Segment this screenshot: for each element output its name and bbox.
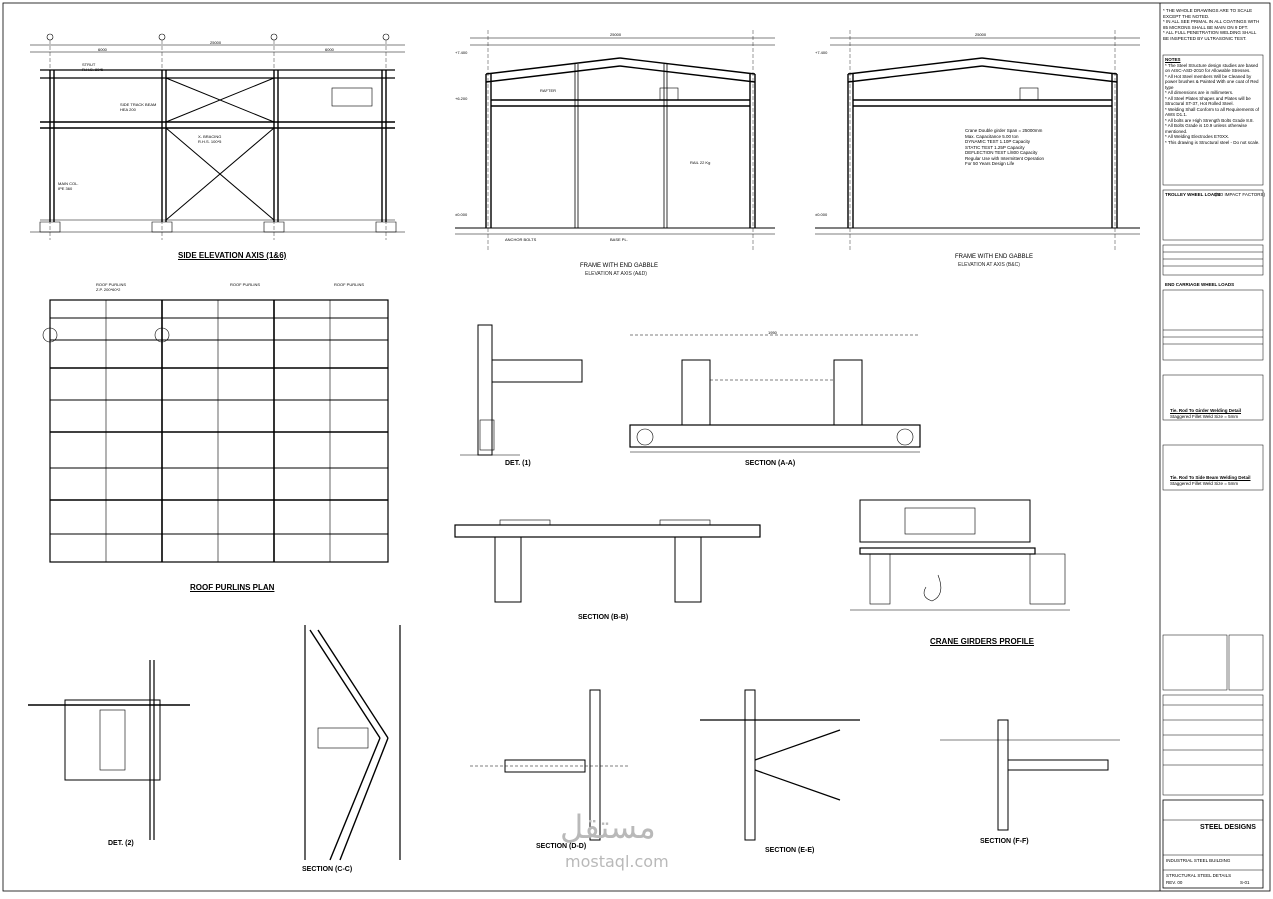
callout-base-pl: BASE PL. [610, 237, 628, 242]
note-10: * All Welding Electrodes E70XX. [1165, 134, 1230, 139]
side-elevation-title: SIDE ELEVATION AXIS (1&6) [178, 251, 287, 260]
note-8: * All bolts are High Strength Bolts Grad… [1165, 117, 1254, 123]
notes-box: NOTES * The Steel Structure design studi… [1165, 57, 1261, 183]
note-6: * All Steel Plates Shapes and Plates wil… [1165, 95, 1251, 107]
trolley-table-sub: (NO IMPACT FACTORS) [1215, 192, 1266, 197]
dim-frame2-span: 25000 [975, 32, 987, 37]
section-e-e [700, 689, 860, 841]
side-elevation [30, 33, 405, 240]
dim-frame1-span: 25000 [610, 32, 622, 37]
dim-span: 25000 [210, 40, 222, 45]
section-bb-title: SECTION (B-B) [578, 614, 629, 621]
weld-detail-1-sub: Staggered Fillet Weld Size = 5mm [1170, 414, 1239, 419]
section-dd-title: SECTION (D-D) [536, 843, 587, 850]
note-0: * THE WHOLE DRAWINGS ARE TO SCALE EXCEPT… [1163, 8, 1253, 19]
crane-note-0: Crane Double girder Span = 25000mm [965, 128, 1043, 133]
crane-girders-profile [850, 499, 1070, 611]
frame2-title: FRAME WITH END GABBLE [955, 254, 1034, 260]
general-notes: * THE WHOLE DRAWINGS ARE TO SCALE EXCEPT… [1163, 8, 1263, 41]
callout-side-track-spec: HEA 200 [120, 107, 136, 112]
frame-elevation-1 [455, 30, 775, 250]
callout-side-track: SIDE TRACK BEAM [120, 102, 157, 107]
note-11: * This drawing is Structural steel - Do … [1165, 139, 1260, 145]
callout-rail: RAIL 22 Kg [690, 160, 711, 165]
crane-note-3: STATIC TEST 1.25P Capacity [965, 144, 1025, 150]
crane-notes: Crane Double girder Span = 25000mm Max. … [965, 128, 1060, 167]
callout-strut: STRUT [82, 62, 96, 67]
company-name: STEEL DESIGNS [1200, 824, 1256, 831]
callout-roof-purlins: ROOF PURLINS [96, 282, 127, 287]
det1-title: DET. (1) [505, 460, 531, 467]
weld-detail-2: Tie. Rod To Side Beam Welding Detail [1170, 475, 1251, 480]
revision: REV. 00 [1166, 880, 1183, 885]
section-ee-title: SECTION (E-E) [765, 847, 815, 854]
lvl-ffl-1: ±0.000 [455, 212, 468, 217]
project-name: INDUSTRIAL STEEL BUILDING [1166, 858, 1231, 863]
callout-rafter: RAFTER [540, 88, 556, 93]
note-7: * Welding Shall Conform to all Requireme… [1165, 106, 1259, 118]
note-9: * All Bolts Grade is 10.9 unless otherwi… [1165, 123, 1248, 134]
note-5: * All dimensions are in millimeters. [1165, 90, 1234, 95]
trolley-table-title: TROLLEY WHEEL LOADS [1165, 192, 1221, 197]
roof-purlins-plan [42, 299, 389, 563]
dim-bay-1: 6000 [98, 47, 107, 52]
section-d-d [470, 689, 630, 841]
crane-girders-title: CRANE GIRDERS PROFILE [930, 637, 1035, 646]
lvl-crane-1: +6.200 [455, 96, 468, 101]
callout-roof-purlins-2: ROOF PURLINS [230, 282, 261, 287]
notes-tables-panel [1162, 54, 1264, 889]
drawing-name: STRUCTURAL STEEL DETAILS [1166, 873, 1232, 878]
callout-main-col-spec: IPE 360 [58, 186, 73, 191]
section-b-b [454, 519, 761, 603]
section-f-f [940, 719, 1120, 831]
crane-note-2: DYNAMIC TEST 1.10P Capacity [965, 139, 1031, 144]
note-1: * IN ALL SEE PRIMAL IN ALL COATINGS WITH… [1163, 19, 1260, 30]
section-a-a [629, 334, 921, 453]
section-c-c [304, 625, 401, 861]
frame1-title: FRAME WITH END GABBLE [580, 263, 659, 269]
crane-note-6: For 50 Years Design Life [965, 161, 1015, 166]
callout-roof-purlins-3: ROOF PURLINS [334, 282, 365, 287]
frame1-subtitle: ELEVATION AT AXIS (A&D) [585, 271, 647, 277]
weld-detail-1: Tie. Rod To Girder Welding Detail [1170, 408, 1242, 413]
watermark-arabic: مستقل [560, 808, 656, 846]
lvl-eave-2: +7.400 [815, 50, 828, 55]
note-2: * ALL FULL PENETRATION WELDING SHALL BE … [1163, 30, 1257, 41]
end-carriage-title: END CARRIAGE WHEEL LOADS [1165, 282, 1235, 287]
sheet-number: S-01 [1240, 880, 1250, 885]
frame-elevation-2 [815, 30, 1140, 250]
lvl-ffl-2: ±0.000 [815, 212, 828, 217]
crane-note-1: Max. Capacitance 5.00 ton [965, 133, 1019, 139]
section-aa-title: SECTION (A-A) [745, 460, 796, 467]
callout-strut-spec: R.H.S. 80*5 [82, 67, 104, 72]
dim-bay-2: 6000 [325, 47, 334, 52]
callout-roof-purlins-spec: Z.P. 200*60*2 [96, 287, 121, 292]
lvl-eave-1: +7.400 [455, 50, 468, 55]
weld-detail-2-sub: Staggered Fillet Weld Size = 5mm [1170, 481, 1239, 486]
section-ff-title: SECTION (F-F) [980, 838, 1029, 845]
note-3: * The Steel Structure design studies are… [1165, 62, 1258, 74]
det2-title: DET. (2) [108, 840, 134, 847]
callout-xbracing-spec: R.H.S. 100*5 [198, 139, 222, 144]
crane-note-5: Regular Use with Intermittent Operation [965, 155, 1045, 161]
section-cc-title: SECTION (C-C) [302, 866, 353, 873]
detail-2 [28, 660, 190, 840]
frame2-subtitle: ELEVATION AT AXIS (B&C) [958, 262, 1020, 268]
roof-purlins-title: ROOF PURLINS PLAN [190, 583, 275, 592]
note-4: * All Hot Steel members Will be Cleaned … [1165, 73, 1259, 90]
callout-xbracing: X- BRACING [198, 134, 222, 139]
notes-header: NOTES [1165, 57, 1181, 62]
dim-girder: 1950 [768, 330, 777, 335]
callout-anchor: ANCHOR BOLTS [505, 237, 537, 242]
detail-1 [460, 324, 583, 456]
crane-note-4: DEFLECTION TEST L/800 Capacity [965, 150, 1038, 155]
watermark-latin: mostaql.com [565, 852, 669, 871]
callout-main-col: MAIN COL. [58, 181, 79, 186]
